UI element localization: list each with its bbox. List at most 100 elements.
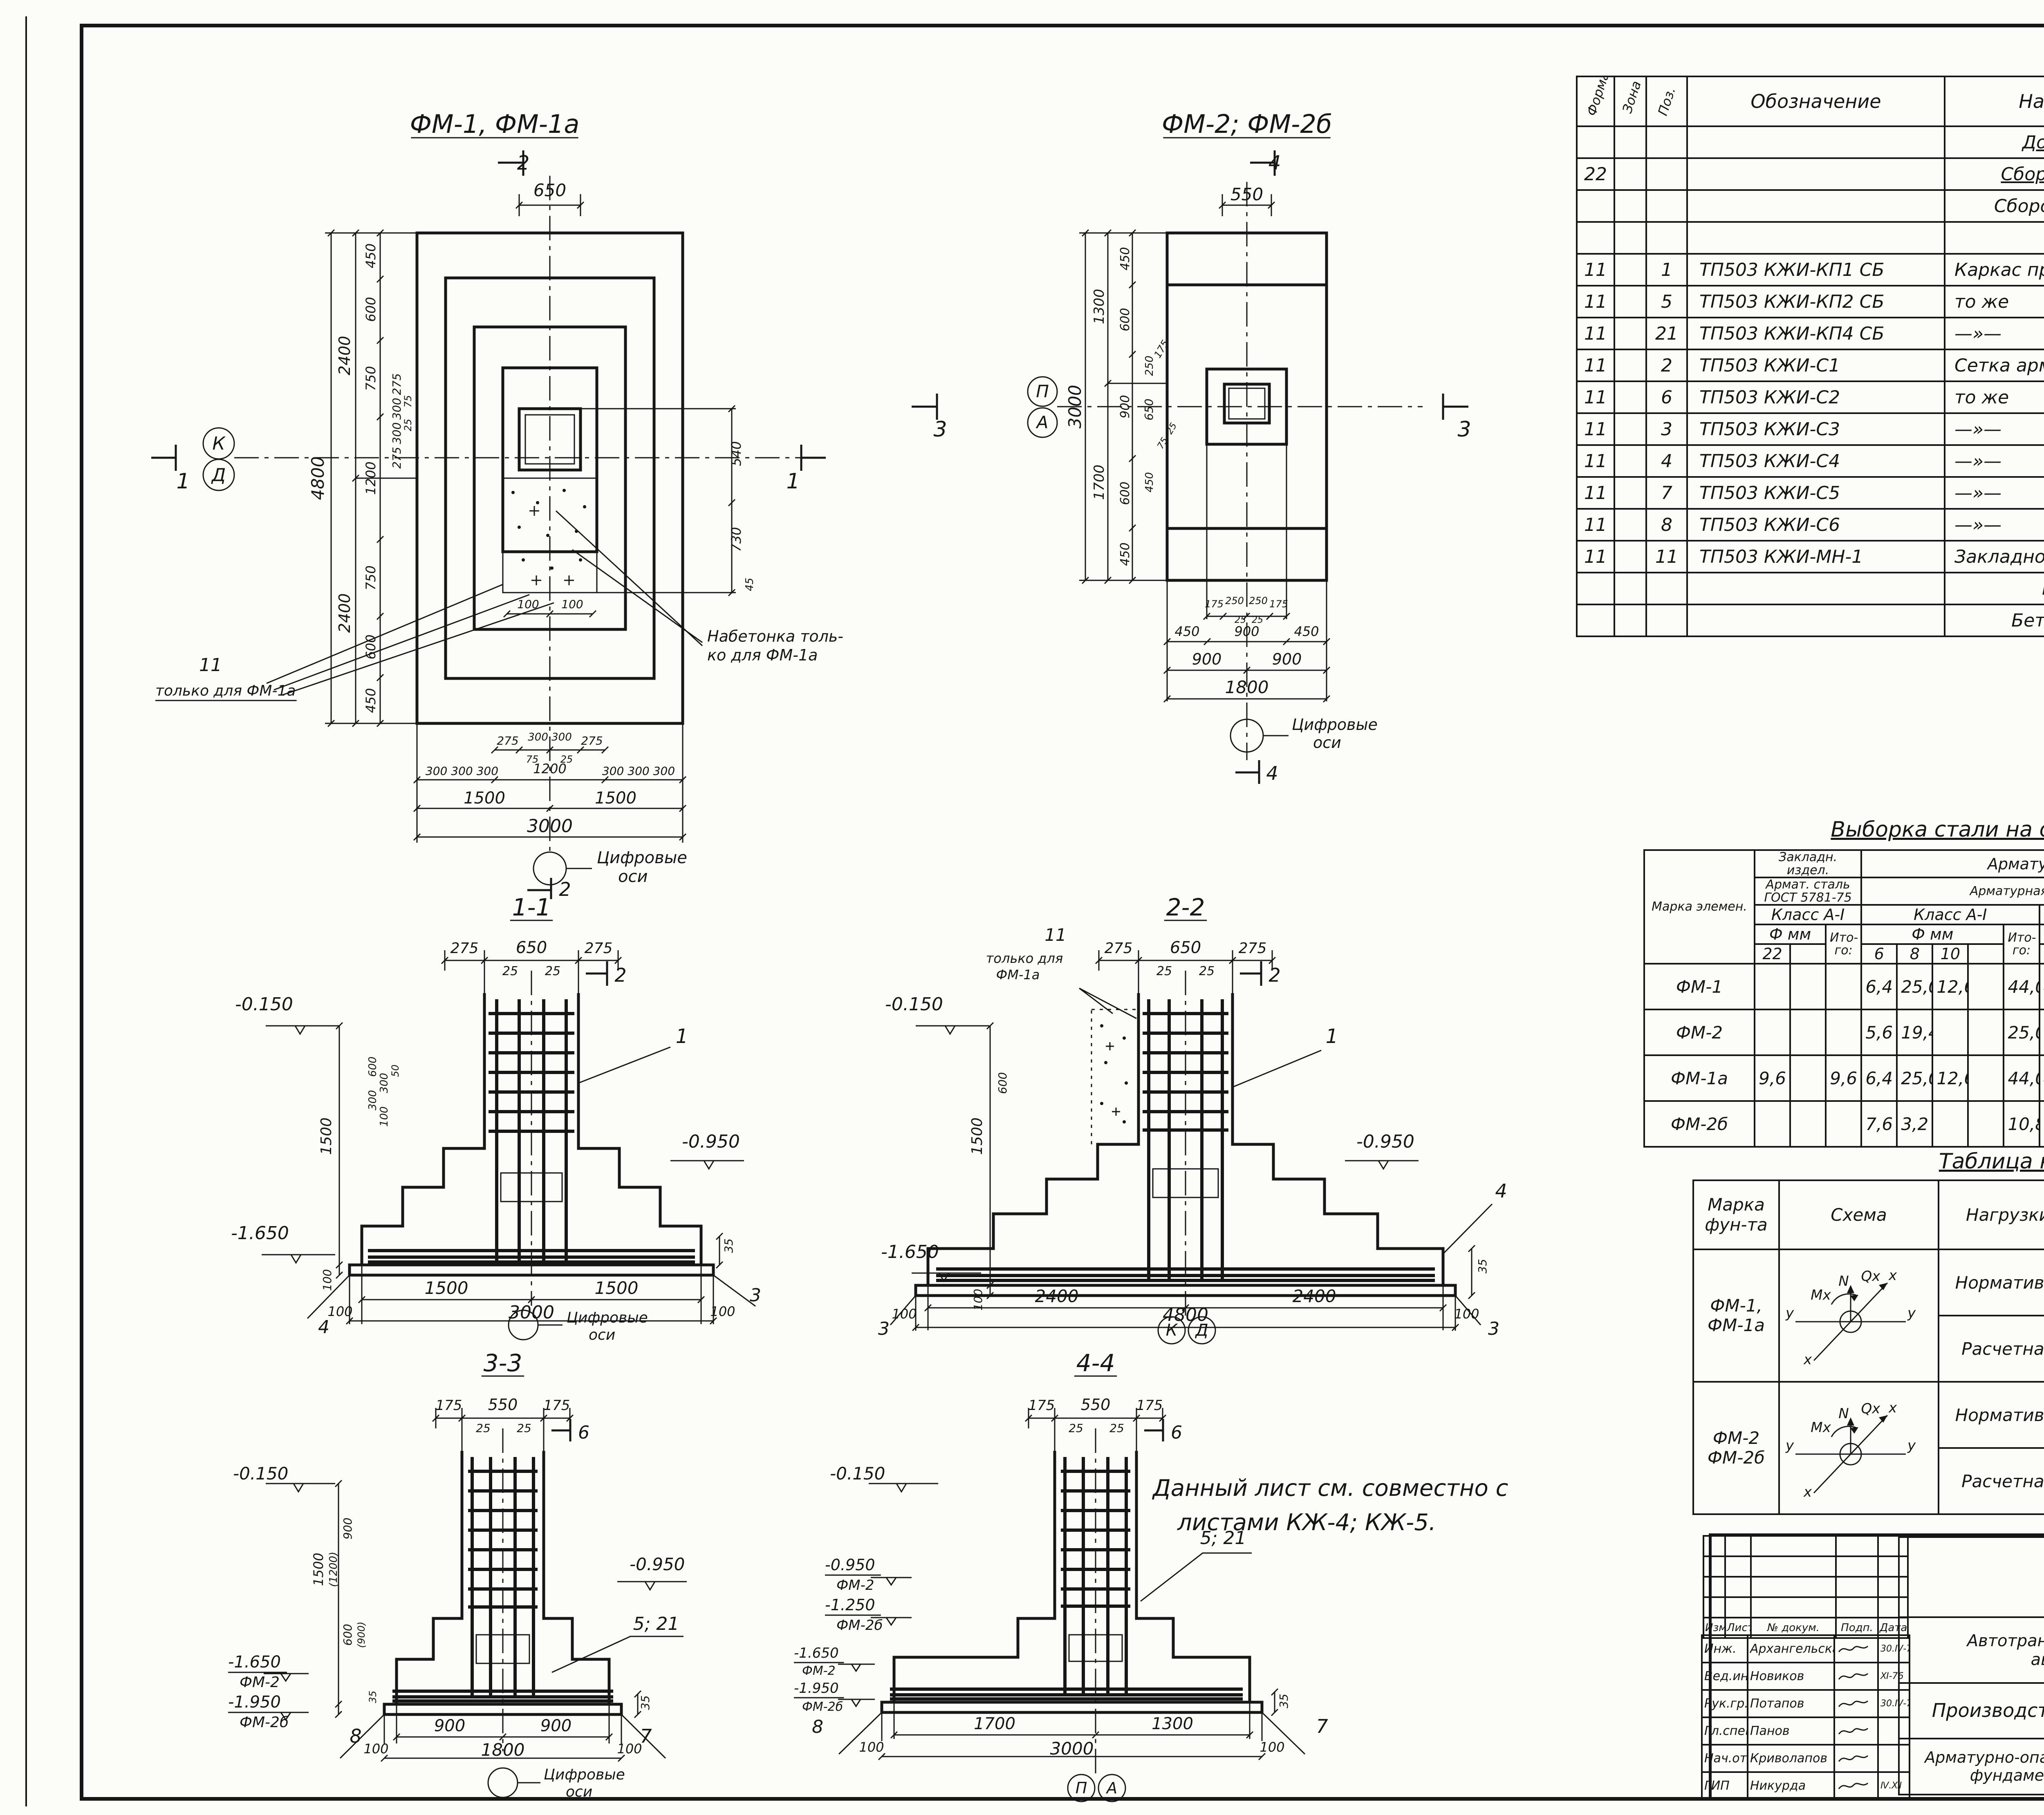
steel-e10: 10: [2038, 943, 2044, 965]
dim-label: y: [1907, 1305, 1916, 1321]
cell: [1645, 604, 1688, 637]
cell: [1967, 1009, 2005, 1056]
cell: [1686, 221, 1945, 255]
cell: Потапов: [1747, 1689, 1835, 1718]
cell: [1753, 1009, 1791, 1056]
cell: Ⅳ.Ⅻ: [1877, 1771, 1910, 1800]
dim-label: 100: [710, 1304, 735, 1319]
cell: 7: [1645, 476, 1688, 510]
dim-label: 300: [367, 1090, 379, 1110]
steel-ito-2: Ито-го:: [2003, 924, 2040, 965]
dim-label: 1-1: [512, 893, 551, 921]
cell: [1750, 1535, 1837, 1557]
dim-label: 600: [341, 1624, 354, 1645]
cell: ТП503 КЖИ-С6: [1686, 508, 1945, 542]
dim-label: 275: [581, 734, 603, 747]
cell: [1877, 1717, 1910, 1746]
steel-class-a1-left: Класс А-Ⅰ: [1753, 904, 1862, 925]
spec-item-row: 22Сборочный чертеж: [1576, 157, 2044, 191]
cell: [1576, 572, 1615, 605]
dim-label: только для: [986, 951, 1063, 966]
steel-class-a1: Класс А-Ⅰ: [1860, 904, 2040, 925]
dim-label: 1700: [1091, 465, 1107, 500]
object-name: Производственный корпус: [1898, 1682, 2044, 1739]
spec-item-row: Бетон марки 2009,153,39,703,5м3: [1576, 604, 2044, 637]
dim-label: 600: [363, 634, 379, 659]
cell: [1614, 317, 1647, 350]
steel-d10: 10: [1932, 943, 1969, 965]
dim-label: 3-3: [484, 1349, 522, 1377]
cell: 43,8: [2038, 1054, 2044, 1102]
dim-label: N: [1838, 1405, 1849, 1422]
cell: 4: [1645, 444, 1688, 478]
cell: Сборочные единицы: [1944, 189, 2044, 223]
revision-grid: Изм.Лист№ докум.Подп.Дата: [1703, 1535, 1909, 1639]
dim-label: П: [1036, 381, 1049, 401]
cell: Новиков: [1747, 1662, 1835, 1691]
cell: [1576, 189, 1615, 223]
cell: Ⅺ-76: [1877, 1662, 1910, 1691]
cell: —»—С4: [1944, 444, 2044, 478]
dim-label: y: [1785, 1437, 1794, 1454]
dim-label: -1.650: [231, 1223, 289, 1244]
cell: [1835, 1555, 1879, 1578]
cell: [1614, 540, 1647, 573]
dim-label: ФМ-2: [802, 1664, 836, 1678]
dim-label: ФМ-1а: [996, 967, 1040, 982]
dim-label: 35: [367, 1691, 379, 1703]
dim-label: Цифровые: [567, 1309, 648, 1326]
cell: 44,0: [2003, 963, 2040, 1010]
signature-squiggle: [1833, 1771, 1879, 1800]
dim-label: 25: [1199, 964, 1215, 978]
steel-summary-table: Выборка стали на один элемент, кг Марка …: [1643, 817, 2044, 1148]
dim-label: 1: [1326, 1025, 1338, 1048]
cell: 11: [1576, 349, 1615, 382]
dim-label: оси: [589, 1327, 615, 1343]
dim-label: 900: [1272, 650, 1302, 668]
dim-label: (1200): [327, 1552, 340, 1587]
dim-label: 25: [1109, 1421, 1124, 1435]
dim-label: К: [212, 433, 226, 454]
steel-d22: 22: [1753, 943, 1791, 965]
dim-label: 2400: [336, 593, 354, 633]
dim-label: 650: [516, 938, 547, 957]
cell: [1789, 1009, 1827, 1056]
dim-label: 250: [1143, 356, 1156, 376]
dim-label: 550: [488, 1396, 518, 1414]
dim-label: 1500: [595, 1278, 639, 1298]
cell: [1835, 1535, 1879, 1557]
dim-label: Набетонка толь-: [707, 627, 843, 645]
dim-label: -0.950: [825, 1556, 875, 1574]
dim-label: 300: [390, 422, 403, 444]
col-zone: Зона: [1614, 76, 1647, 127]
dim-label: Цифровые: [1292, 716, 1378, 734]
cell: Сборочный чертеж: [1944, 157, 2044, 191]
dim-label: 3000: [509, 1302, 554, 1323]
cell: 11: [1576, 508, 1615, 542]
cell: [1686, 572, 1945, 605]
dim-label: 1300: [1091, 289, 1107, 325]
cell: 25,0: [1896, 1054, 1934, 1102]
signature-block: Инж.Архангельская30.Ⅳ-76Вед.инжНовиковⅪ-…: [1701, 1634, 1910, 1800]
cell: 11: [1576, 253, 1615, 286]
cell: [1724, 1576, 1752, 1598]
dim-label: 4: [1266, 762, 1278, 784]
dim-label: 275: [497, 734, 518, 747]
cell: [1614, 444, 1647, 478]
dim-label: 25: [1252, 615, 1263, 625]
cell: 30.Ⅳ-76: [1877, 1634, 1910, 1663]
dim-label: 2: [1269, 964, 1280, 986]
cell: [1750, 1576, 1837, 1598]
dim-label: 450: [1118, 247, 1132, 270]
cell: [1614, 125, 1647, 159]
dim-label: -0.950: [1356, 1131, 1414, 1152]
steel-zagl: Закладн. издел.: [1753, 849, 1862, 878]
cell: [1877, 1596, 1909, 1618]
dim-label: 1500: [425, 1278, 468, 1298]
dim-label: Qx: [1861, 1401, 1881, 1417]
cell: [1645, 157, 1688, 191]
cell: 12,6: [1932, 963, 1969, 1010]
dim-label: Д: [211, 465, 226, 486]
